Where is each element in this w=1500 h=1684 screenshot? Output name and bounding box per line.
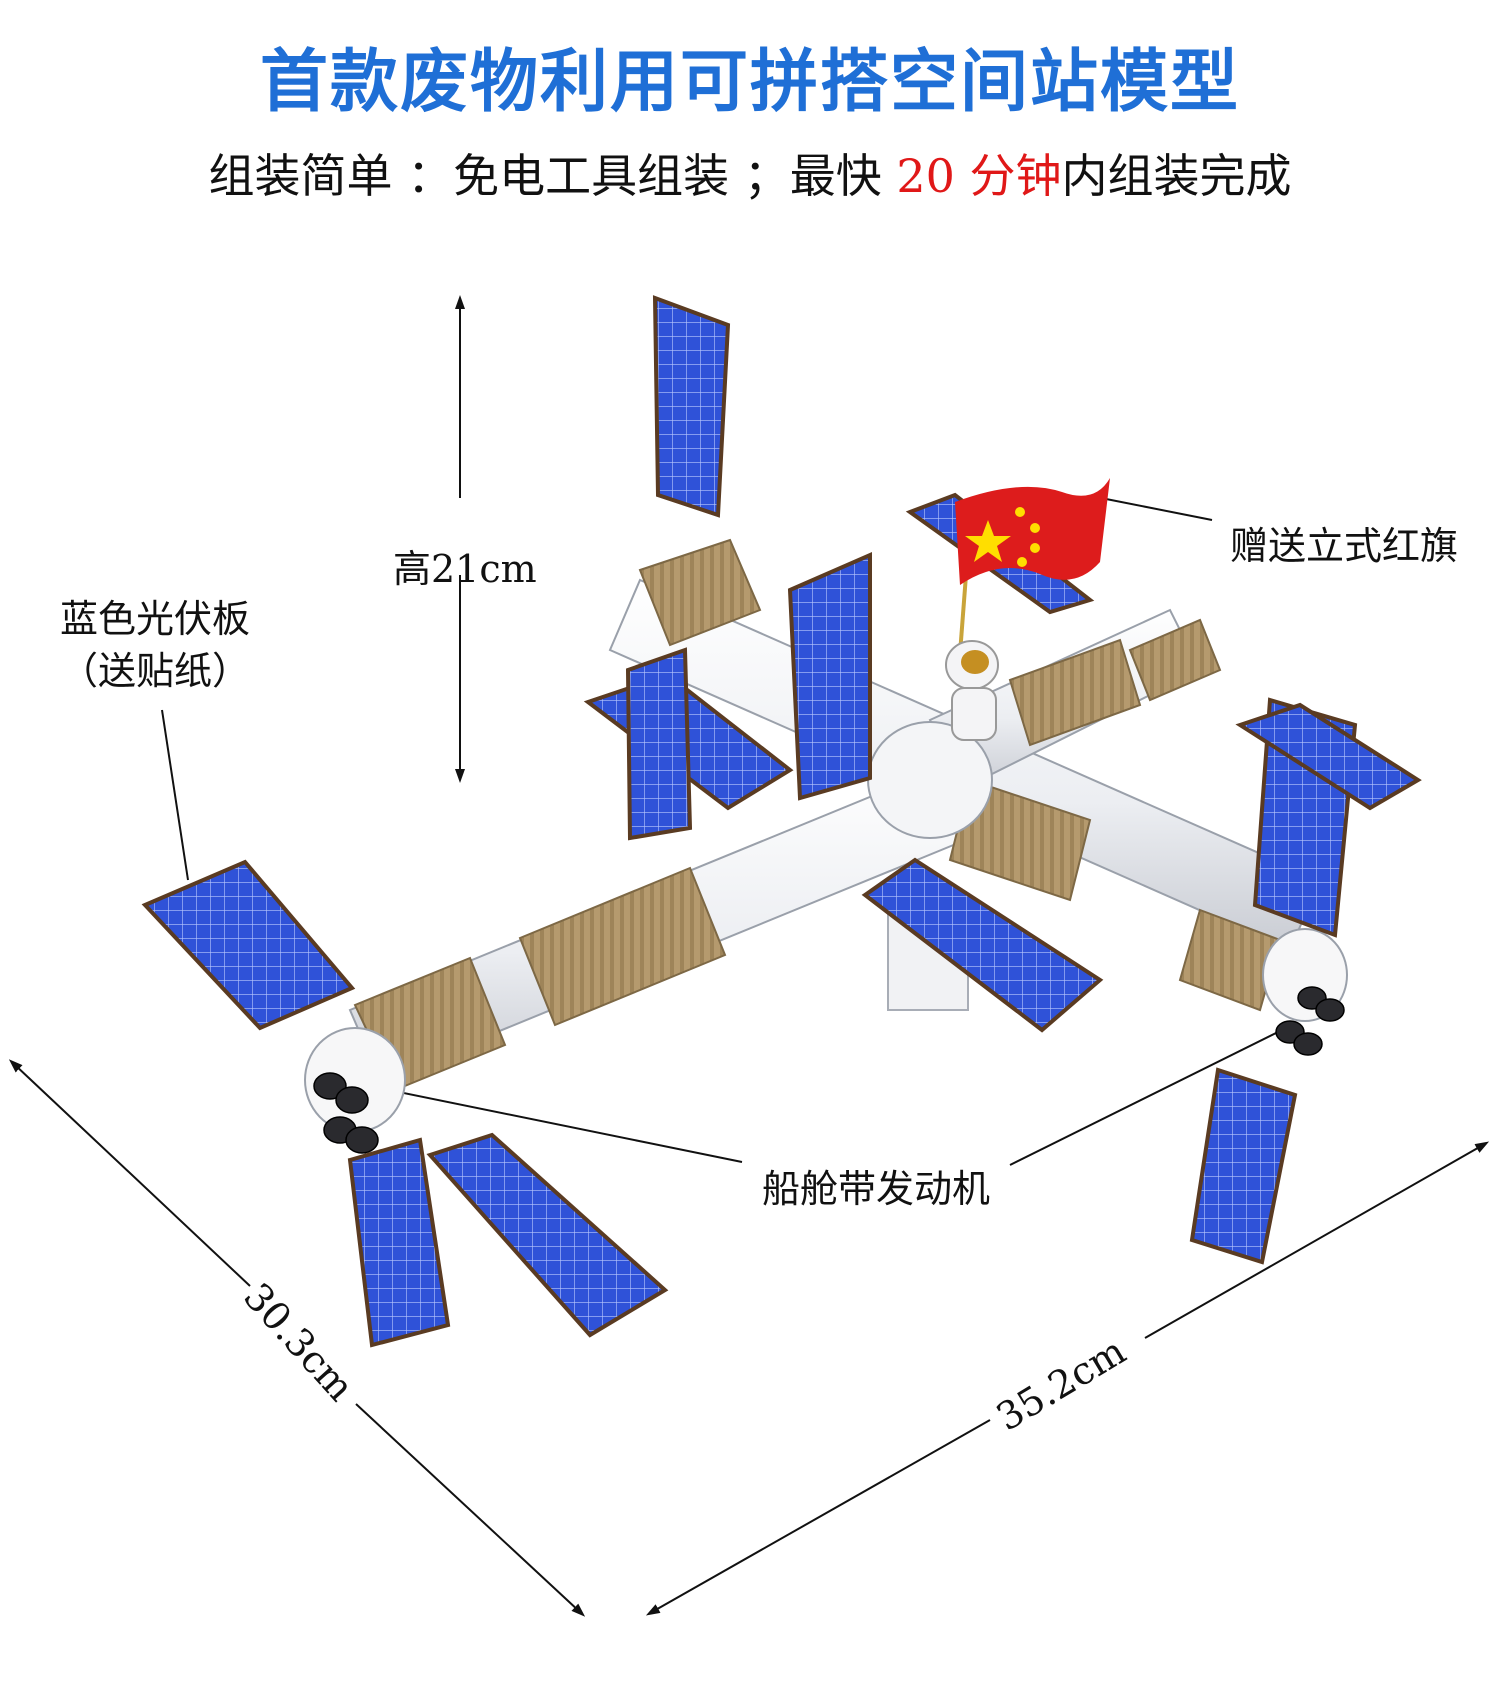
leader-lines xyxy=(161,496,1283,1166)
subtitle-text: 组装简单 ：免电工具组装 ；最快 xyxy=(208,149,897,203)
subtitle-text-end: 内组装完成 xyxy=(1061,149,1292,203)
page-title: 首款废物利用可拼搭空间站模型 xyxy=(259,43,1240,122)
engine-nozzles xyxy=(313,986,1345,1154)
subtitle-highlight: 20 分钟 xyxy=(896,149,1062,203)
astronaut-figure xyxy=(945,640,999,741)
height-label: 高21cm xyxy=(393,547,537,591)
engine-label: 船舱带发动机 xyxy=(762,1167,991,1211)
sticker-note-label: （送贴纸） xyxy=(60,649,251,693)
solar-panel-label: 蓝色光伏板 xyxy=(60,597,251,641)
flag-label: 赠送立式红旗 xyxy=(1230,524,1459,568)
station-body xyxy=(304,538,1348,1133)
solar-panels xyxy=(141,295,1422,1348)
dimension-lines xyxy=(8,295,1490,1617)
subtitle: 组装简单 ：免电工具组装 ；最快 20 分钟内组装完成 xyxy=(0,140,1500,206)
